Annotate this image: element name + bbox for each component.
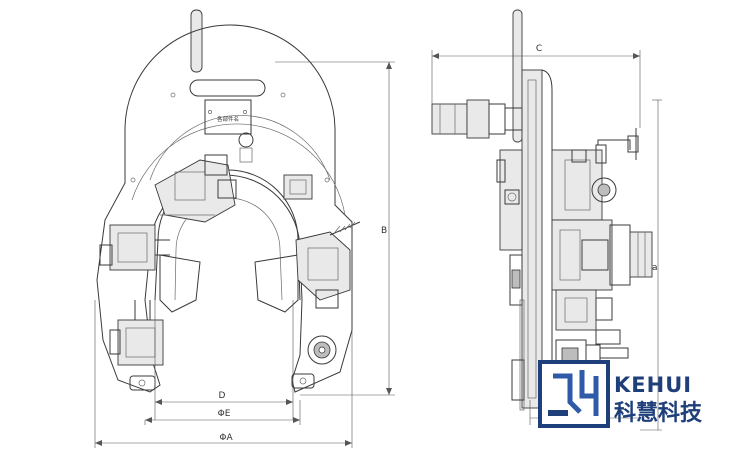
side-dimensions: C a xyxy=(431,44,662,431)
dim-a-small: a xyxy=(652,263,658,273)
side-handle xyxy=(512,9,523,143)
dim-phi-e: ΦE xyxy=(218,409,231,419)
blade-right xyxy=(254,254,299,313)
gearbox-top xyxy=(154,154,237,223)
module-top-right xyxy=(283,174,313,200)
kehui-logo: KEHUI 科慧科技 xyxy=(538,360,703,428)
dim-c: C xyxy=(536,44,542,54)
side-left-cylinder xyxy=(431,99,523,139)
dim-d: D xyxy=(219,391,226,401)
name-plate xyxy=(204,99,252,135)
front-top-slot xyxy=(189,79,266,97)
logo-brand-latin: KEHUI xyxy=(614,373,692,397)
clamp-left-upper xyxy=(99,224,170,271)
front-handle xyxy=(190,9,203,73)
clamp-left-lower xyxy=(109,300,164,366)
front-view: 各部件名 xyxy=(96,9,361,393)
clamp-right xyxy=(295,221,361,309)
logo-emblem-mark xyxy=(553,370,599,416)
front-dimensions: B D ΦE ΦA xyxy=(94,61,395,448)
side-main-plate xyxy=(521,69,543,409)
blade-left xyxy=(159,254,201,313)
logo-brand-chinese: 科慧科技 xyxy=(614,401,703,426)
front-center-knob xyxy=(238,132,254,148)
name-plate-label: 各部件名 xyxy=(217,115,239,123)
gear-wheel xyxy=(307,335,337,365)
dim-b: B xyxy=(381,226,387,236)
side-view xyxy=(431,9,653,411)
front-body-outline xyxy=(96,24,353,393)
front-inner-arc xyxy=(149,115,331,181)
side-left-assembly xyxy=(496,149,525,411)
dim-phi-a: ΦA xyxy=(219,433,233,443)
